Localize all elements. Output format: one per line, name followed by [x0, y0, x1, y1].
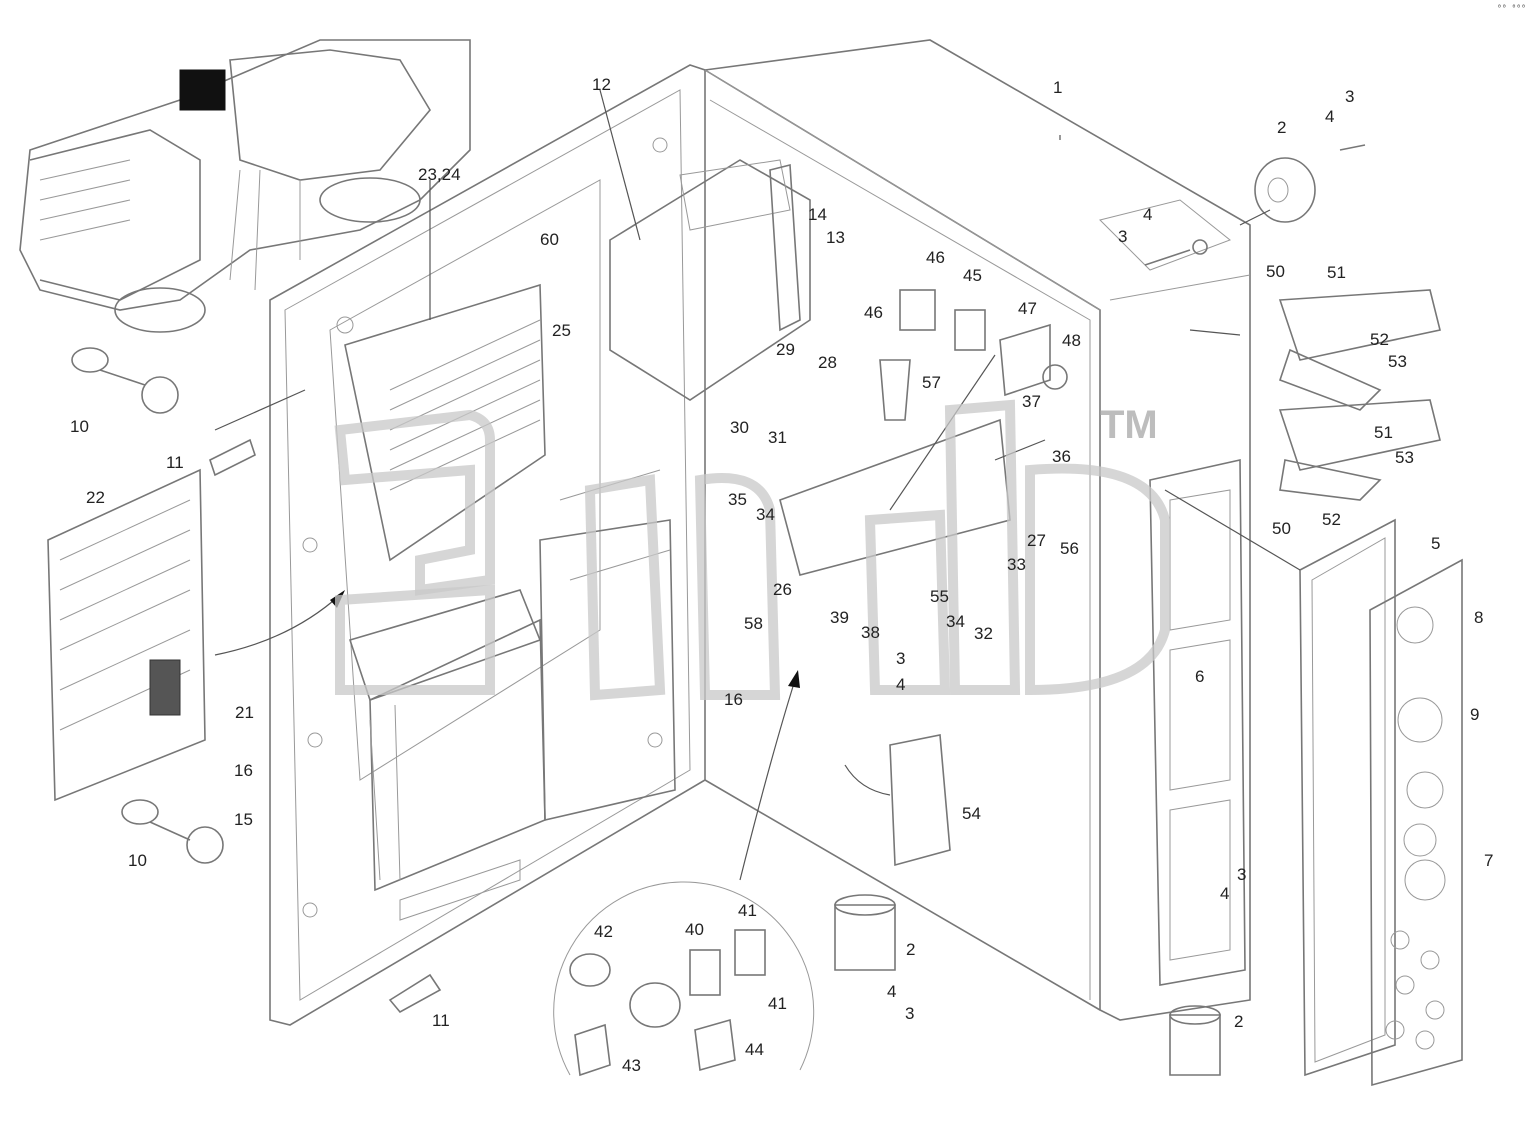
callout-27: 27	[1027, 531, 1046, 550]
callout-51: 51	[1327, 263, 1346, 282]
callout-52: 52	[1370, 330, 1389, 349]
callout-7: 7	[1484, 851, 1493, 870]
callout-4: 4	[1325, 107, 1334, 126]
callout-16: 16	[724, 690, 743, 709]
callout-40: 40	[685, 920, 704, 939]
callout-3: 3	[896, 649, 905, 668]
callout-45: 45	[963, 266, 982, 285]
callout-13: 13	[826, 228, 845, 247]
callout-3: 3	[1345, 87, 1354, 106]
small-parts	[47, 144, 1463, 1087]
callout-4: 4	[887, 982, 896, 1001]
callout-3: 3	[1237, 865, 1246, 884]
callout-16: 16	[234, 761, 253, 780]
callout-23-24: 23,24	[418, 165, 461, 184]
callout-3: 3	[1118, 227, 1127, 246]
callout-53: 53	[1388, 352, 1407, 371]
callout-25: 25	[552, 321, 571, 340]
callout-42: 42	[594, 922, 613, 941]
callout-44: 44	[745, 1040, 764, 1059]
callout-22: 22	[86, 488, 105, 507]
callout-37: 37	[1022, 392, 1041, 411]
callout-35: 35	[728, 490, 747, 509]
callout-53: 53	[1395, 448, 1414, 467]
callout-47: 47	[1018, 299, 1037, 318]
callout-41: 41	[738, 901, 757, 920]
callout-34: 34	[946, 612, 965, 631]
callout-38: 38	[861, 623, 880, 642]
callout-54: 54	[962, 804, 981, 823]
callout-2: 2	[1234, 1012, 1243, 1031]
callout-56: 56	[1060, 539, 1079, 558]
callout-9: 9	[1470, 705, 1479, 724]
callout-32: 32	[974, 624, 993, 643]
cabinet-body	[609, 39, 1251, 1021]
callout-60: 60	[540, 230, 559, 249]
callout-52: 52	[1322, 510, 1341, 529]
callout-2: 2	[1277, 118, 1286, 137]
callout-51: 51	[1374, 423, 1393, 442]
callout-29: 29	[776, 340, 795, 359]
callout-21: 21	[235, 703, 254, 722]
callout-14: 14	[808, 205, 827, 224]
callout-48: 48	[1062, 331, 1081, 350]
callout-43: 43	[622, 1056, 641, 1075]
callout-57: 57	[922, 373, 941, 392]
callout-labels: 1 2 4 3 4 3 12 23,24 14 13 60 25 46 45 4…	[70, 75, 1493, 1075]
callout-46: 46	[926, 248, 945, 267]
detail-inset	[553, 881, 815, 1077]
callout-36: 36	[1052, 447, 1071, 466]
callout-2: 2	[906, 940, 915, 959]
callout-30: 30	[730, 418, 749, 437]
callout-41: 41	[768, 994, 787, 1013]
callout-12: 12	[592, 75, 611, 94]
machine-overview-illustration	[19, 39, 471, 333]
callout-10: 10	[70, 417, 89, 436]
callout-46: 46	[864, 303, 883, 322]
callout-4: 4	[896, 675, 905, 694]
callout-26: 26	[773, 580, 792, 599]
callout-3: 3	[905, 1004, 914, 1023]
callout-39: 39	[830, 608, 849, 627]
callout-55: 55	[930, 587, 949, 606]
callout-31: 31	[768, 428, 787, 447]
callout-15: 15	[234, 810, 253, 829]
callout-10: 10	[128, 851, 147, 870]
callout-5: 5	[1431, 534, 1440, 553]
callout-11: 11	[432, 1011, 450, 1030]
trademark-mark: TM	[1100, 403, 1158, 447]
callout-4: 4	[1143, 205, 1152, 224]
callout-58: 58	[744, 614, 763, 633]
callout-1: 1	[1053, 78, 1062, 97]
callout-34: 34	[756, 505, 775, 524]
callout-33: 33	[1007, 555, 1026, 574]
callout-6: 6	[1195, 667, 1204, 686]
corner-mark: ⁰⁰ ⁰⁰⁰	[1497, 3, 1525, 12]
callout-4: 4	[1220, 884, 1229, 903]
callout-11: 11	[166, 453, 184, 472]
watermark-logo: TM	[334, 399, 1170, 701]
leader-lines	[214, 89, 1301, 881]
callout-50: 50	[1266, 262, 1285, 281]
callout-8: 8	[1474, 608, 1483, 627]
callout-28: 28	[818, 353, 837, 372]
callout-50: 50	[1272, 519, 1291, 538]
